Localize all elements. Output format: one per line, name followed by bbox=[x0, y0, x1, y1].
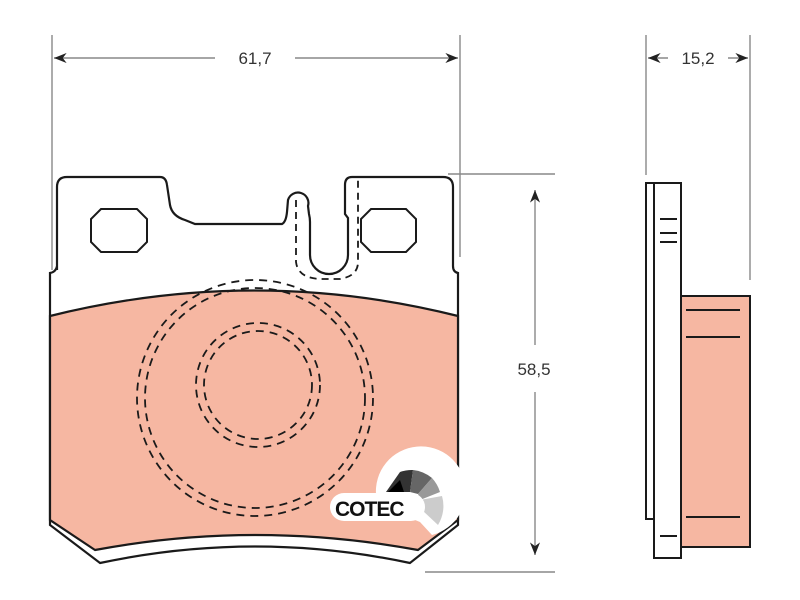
inner-circle-outer bbox=[195, 322, 321, 448]
cotec-logo-text: COTEC bbox=[335, 498, 404, 521]
outer-circle-inner bbox=[144, 287, 366, 509]
mounting-hole-left bbox=[90, 208, 148, 253]
width-dimension-label: 61,7 bbox=[238, 49, 271, 68]
side-backplate bbox=[653, 182, 682, 559]
thickness-dimension-label: 15,2 bbox=[681, 49, 714, 68]
thickness-dimension bbox=[645, 35, 751, 280]
side-friction-material bbox=[680, 295, 751, 548]
hidden-clip-outline bbox=[295, 178, 359, 280]
height-dimension bbox=[425, 173, 555, 573]
height-dimension-label: 58,5 bbox=[517, 360, 550, 379]
side-view bbox=[645, 182, 751, 559]
width-dimension bbox=[51, 35, 461, 270]
inner-circle-inner bbox=[203, 330, 313, 440]
outer-circle-outer bbox=[136, 279, 374, 517]
mounting-hole-right bbox=[360, 208, 417, 253]
hidden-piston-circles bbox=[136, 279, 374, 517]
cotec-logo: COTEC bbox=[330, 446, 466, 535]
